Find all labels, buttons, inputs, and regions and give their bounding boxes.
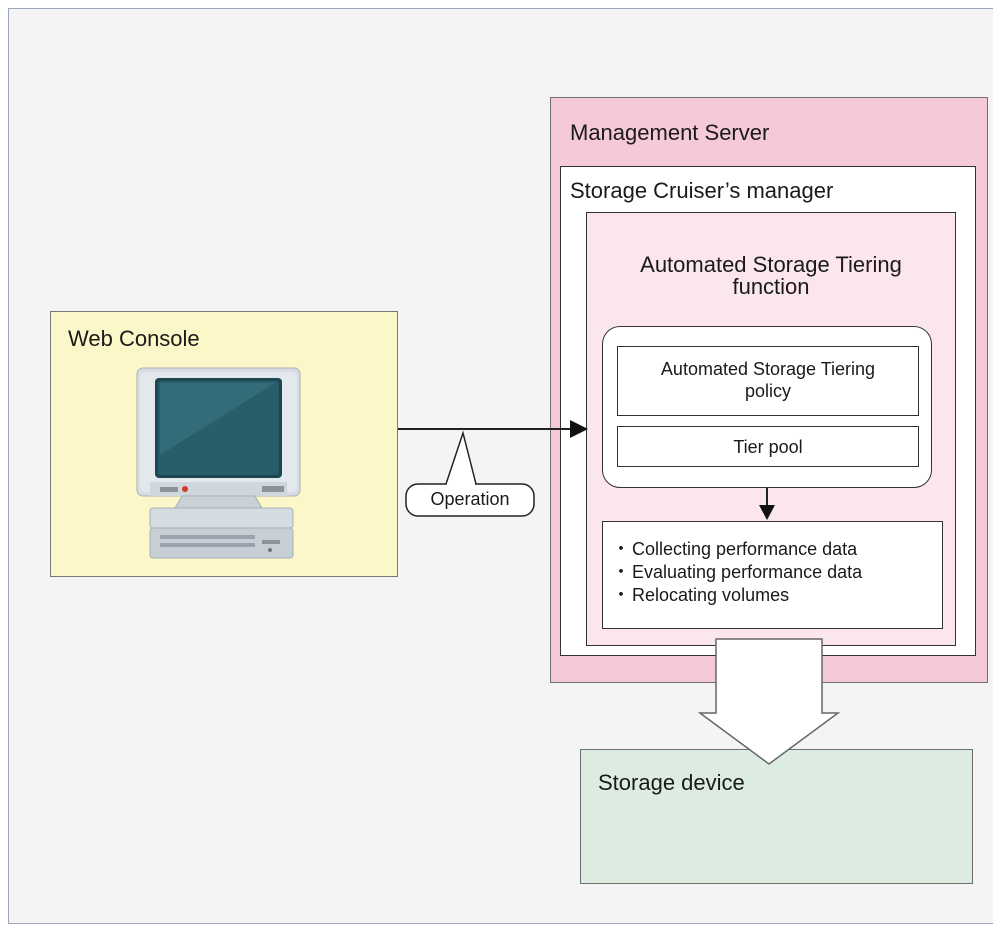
operation-item-evaluating: Evaluating performance data [612,561,862,584]
operation-callout-label: Operation [430,489,510,509]
ast-function-title: Automated Storage Tiering function [586,254,956,298]
operation-arrowhead [570,420,588,438]
storage-device-label: Storage device [598,770,745,795]
ast-policy-line2: policy [744,381,792,401]
to-operations-arrowhead [759,505,775,520]
tier-pool-box [617,426,919,467]
to-storage-arrow [697,638,841,765]
management-server-label: Management Server [570,120,770,145]
computer-icon [136,367,301,559]
web-console-label: Web Console [68,326,200,351]
operation-item-relocating: Relocating volumes [612,584,862,607]
operations-list: Collecting performance data Evaluating p… [612,538,862,607]
ast-policy-line1: Automated Storage Tiering [660,359,876,379]
operation-callout-pointer [445,430,477,485]
tier-pool-label: Tier pool [733,437,803,457]
storage-cruiser-label: Storage Cruiser’s manager [570,178,834,203]
ast-function-title-line1: Automated Storage Tiering [640,252,902,277]
operation-item-collecting: Collecting performance data [612,538,862,561]
ast-function-title-line2: function [732,274,810,299]
ast-policy-label: Automated Storage Tiering policy [617,358,919,402]
ast-policy-box [617,346,919,416]
